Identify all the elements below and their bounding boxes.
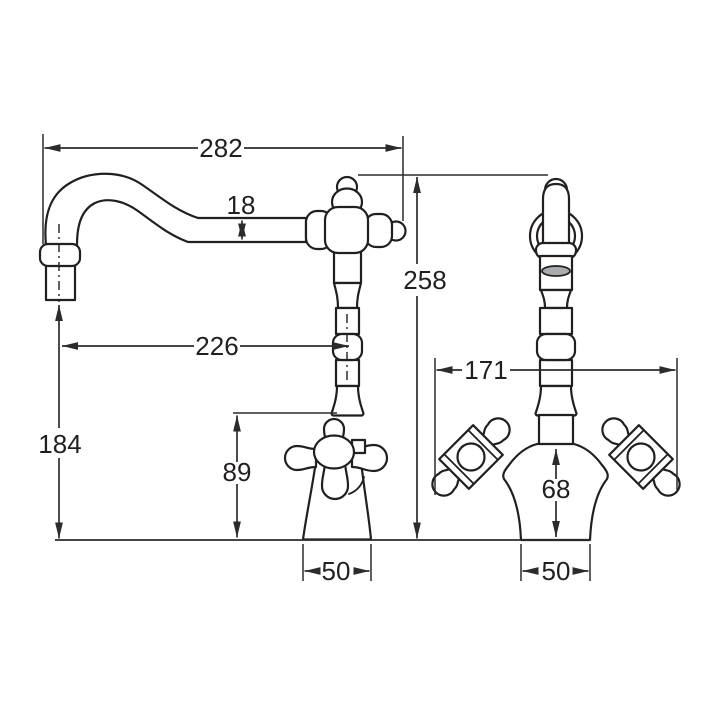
dimension-base-width-side-50: 50 [302, 544, 372, 586]
dim-282-label: 282 [199, 133, 242, 163]
dimension-handle-span-171: 171 [434, 355, 678, 495]
side-column [330, 248, 365, 417]
dim-68-label: 68 [542, 474, 571, 504]
side-spout [38, 172, 308, 302]
front-right-handle [601, 417, 681, 497]
dim-258-label: 258 [403, 265, 446, 295]
handle-hub [626, 442, 656, 472]
side-body [304, 175, 407, 255]
dimension-base-width-front-50: 50 [520, 544, 591, 586]
dim-18-label: 18 [227, 190, 256, 220]
aerator-face [541, 265, 571, 277]
dim-184-label: 184 [38, 429, 81, 459]
dim-226-label: 226 [195, 331, 238, 361]
dim-50-front-label: 50 [542, 556, 571, 586]
dim-89-label: 89 [223, 457, 252, 487]
front-column-top [528, 177, 584, 292]
dimension-overall-height-258: 258 [358, 174, 548, 539]
dim-171-label: 171 [464, 355, 507, 385]
dimension-overall-reach-282: 282 [42, 133, 404, 244]
dimension-outlet-height-184: 184 [38, 305, 82, 539]
front-column [534, 288, 578, 447]
handle-hub [456, 442, 486, 472]
spout-flange [38, 242, 82, 268]
dimension-front-body-height-68: 68 [542, 449, 571, 537]
handle-hub [312, 434, 356, 470]
front-left-handle [431, 417, 511, 497]
dim-50-side-label: 50 [322, 556, 351, 586]
dimension-spout-tube-18: 18 [227, 190, 256, 240]
body-block [323, 205, 370, 255]
side-cross-handle [283, 417, 389, 501]
dimension-outlet-offset-226: 226 [62, 331, 349, 361]
faucet-front-view [431, 177, 681, 542]
dimension-body-height-89: 89 [223, 412, 337, 538]
